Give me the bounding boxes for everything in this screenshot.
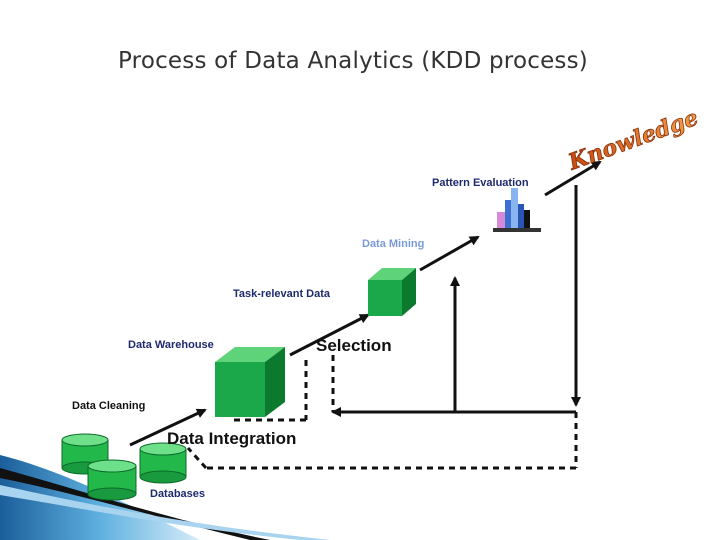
arrow-cleaning (129, 408, 207, 447)
db-cylinder-3 (87, 459, 137, 501)
selection-label: Selection (316, 336, 392, 355)
task-relevant-label: Task-relevant Data (233, 288, 331, 300)
data-warehouse-label: Data Warehouse (128, 339, 214, 351)
databases-label: Databases (150, 488, 205, 500)
pattern-evaluation-label: Pattern Evaluation (432, 177, 529, 189)
arrow-warehouse-to-task (289, 313, 370, 357)
data-cleaning-label: Data Cleaning (72, 400, 145, 412)
arrow-eval-to-knowledge (544, 160, 602, 197)
process-arrows (129, 160, 602, 447)
data-warehouse-cube (215, 347, 285, 417)
database-cylinders (61, 433, 187, 501)
knowledge-label-group: Knowledge (564, 104, 702, 176)
knowledge-label: Knowledge (564, 105, 701, 176)
data-mining-label: Data Mining (362, 238, 424, 250)
arrow-task-to-mining (419, 235, 480, 272)
db-cylinder-2 (139, 442, 187, 484)
slide-title: Process of Data Analytics (KDD process) (118, 48, 588, 74)
data-integration-label: Data Integration (167, 429, 296, 448)
pattern-chart-icon (493, 188, 541, 232)
dashed-feedback (186, 355, 578, 470)
task-relevant-cube (368, 268, 416, 316)
